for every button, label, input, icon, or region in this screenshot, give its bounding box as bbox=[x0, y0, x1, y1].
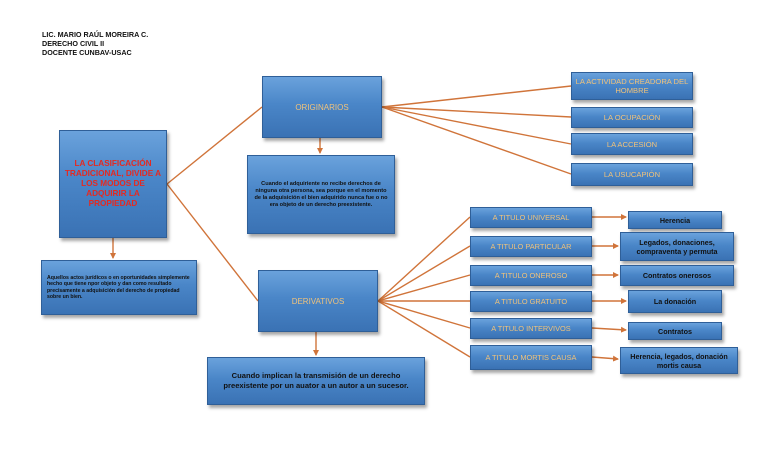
result-2: Legados, donaciones, compraventa y permu… bbox=[620, 232, 734, 261]
header-line-role: DOCENTE CUNBAV-USAC bbox=[42, 48, 132, 57]
header-line-author: LIC. MARIO RAÚL MOREIRA C. bbox=[42, 30, 149, 39]
originarios-note: Cuando el adquiriente no recibe derechos… bbox=[247, 155, 395, 234]
result-3: Contratos onerosos bbox=[620, 265, 734, 286]
derivativos-node: DERIVATIVOS bbox=[258, 270, 378, 332]
line-main-derivativos bbox=[166, 183, 259, 302]
derivativo-item-5: A TITULO INTERVIVOS bbox=[470, 318, 592, 339]
result-6: Herencia, legados, donación mortis causa bbox=[620, 347, 738, 374]
derivativo-item-4-label: A TITULO GRATUITO bbox=[494, 297, 568, 306]
arrow-result-5 bbox=[591, 326, 627, 333]
derivativo-item-6-label: A TITULO MORTIS CAUSA bbox=[485, 353, 577, 362]
originario-item-3-label: LA ACCESIÓN bbox=[606, 139, 658, 149]
derivativo-item-6: A TITULO MORTIS CAUSA bbox=[470, 345, 592, 370]
originario-item-1: LA ACTIVIDAD CREADORA DEL HOMBRE bbox=[571, 72, 693, 100]
line-orig-1 bbox=[381, 85, 572, 108]
derivativos-note-text: Cuando implican la transmisión de un der… bbox=[223, 371, 409, 390]
result-6-text: Herencia, legados, donación mortis causa bbox=[630, 351, 728, 370]
line-orig-3 bbox=[381, 106, 572, 145]
line-main-originarios bbox=[166, 106, 263, 185]
header-line-course: DERECHO CIVIL II bbox=[42, 39, 105, 48]
result-4-text: La donación bbox=[653, 297, 697, 306]
author-header: LIC. MARIO RAÚL MOREIRA C. DERECHO CIVIL… bbox=[42, 30, 148, 57]
result-1-text: Herencia bbox=[659, 215, 691, 225]
derivativo-item-3: A TITULO ONEROSO bbox=[470, 265, 592, 286]
originarios-label: ORIGINARIOS bbox=[295, 102, 349, 112]
result-2-text: Legados, donaciones, compraventa y permu… bbox=[636, 237, 718, 256]
line-deriv-3 bbox=[377, 274, 471, 302]
line-orig-4 bbox=[381, 106, 572, 175]
derivativo-item-5-label: A TITULO INTERVIVOS bbox=[491, 324, 571, 333]
derivativos-note: Cuando implican la transmisión de un der… bbox=[207, 357, 425, 405]
main-node: LA CLASIFICACIÓN TRADICIONAL, DIVIDE A L… bbox=[59, 130, 167, 238]
line-deriv-6 bbox=[377, 300, 471, 358]
line-deriv-2 bbox=[377, 245, 471, 302]
derivativo-item-2: A TITULO PARTICULAR bbox=[470, 236, 592, 257]
originario-item-1-label: LA ACTIVIDAD CREADORA DEL HOMBRE bbox=[575, 77, 689, 95]
originario-item-2: LA OCUPACIÓN bbox=[571, 107, 693, 128]
result-1: Herencia bbox=[628, 211, 722, 229]
arrow-result-6 bbox=[591, 355, 619, 362]
line-deriv-1 bbox=[377, 216, 471, 302]
originario-item-4: LA USUCAPIÓN bbox=[571, 163, 693, 186]
derivativo-item-3-label: A TITULO ONEROSO bbox=[494, 271, 568, 280]
result-5: Contratos bbox=[628, 322, 722, 340]
result-4: La donación bbox=[628, 290, 722, 313]
derivativo-item-2-label: A TITULO PARTICULAR bbox=[490, 242, 572, 251]
result-3-text: Contratos onerosos bbox=[642, 271, 712, 280]
originario-item-3: LA ACCESIÓN bbox=[571, 133, 693, 155]
main-node-text: LA CLASIFICACIÓN TRADICIONAL, DIVIDE A L… bbox=[64, 159, 162, 208]
originario-item-4-label: LA USUCAPIÓN bbox=[603, 170, 661, 179]
result-5-text: Contratos bbox=[658, 326, 692, 336]
line-deriv-5 bbox=[377, 300, 471, 329]
originarios-node: ORIGINARIOS bbox=[262, 76, 382, 138]
derivativos-label: DERIVATIVOS bbox=[291, 296, 345, 306]
main-note-text: Aquellos actos jurídicos o en oportunida… bbox=[47, 274, 190, 301]
originario-item-2-label: LA OCUPACIÓN bbox=[603, 113, 661, 122]
originarios-note-text: Cuando el adquiriente no recibe derechos… bbox=[254, 180, 388, 208]
derivativo-item-1-label: A TITULO UNIVERSAL bbox=[492, 213, 570, 222]
derivativo-item-4: A TITULO GRATUITO bbox=[470, 291, 592, 312]
main-note: Aquellos actos jurídicos o en oportunida… bbox=[41, 260, 197, 315]
derivativo-item-1: A TITULO UNIVERSAL bbox=[470, 207, 592, 228]
line-orig-2 bbox=[381, 106, 572, 118]
